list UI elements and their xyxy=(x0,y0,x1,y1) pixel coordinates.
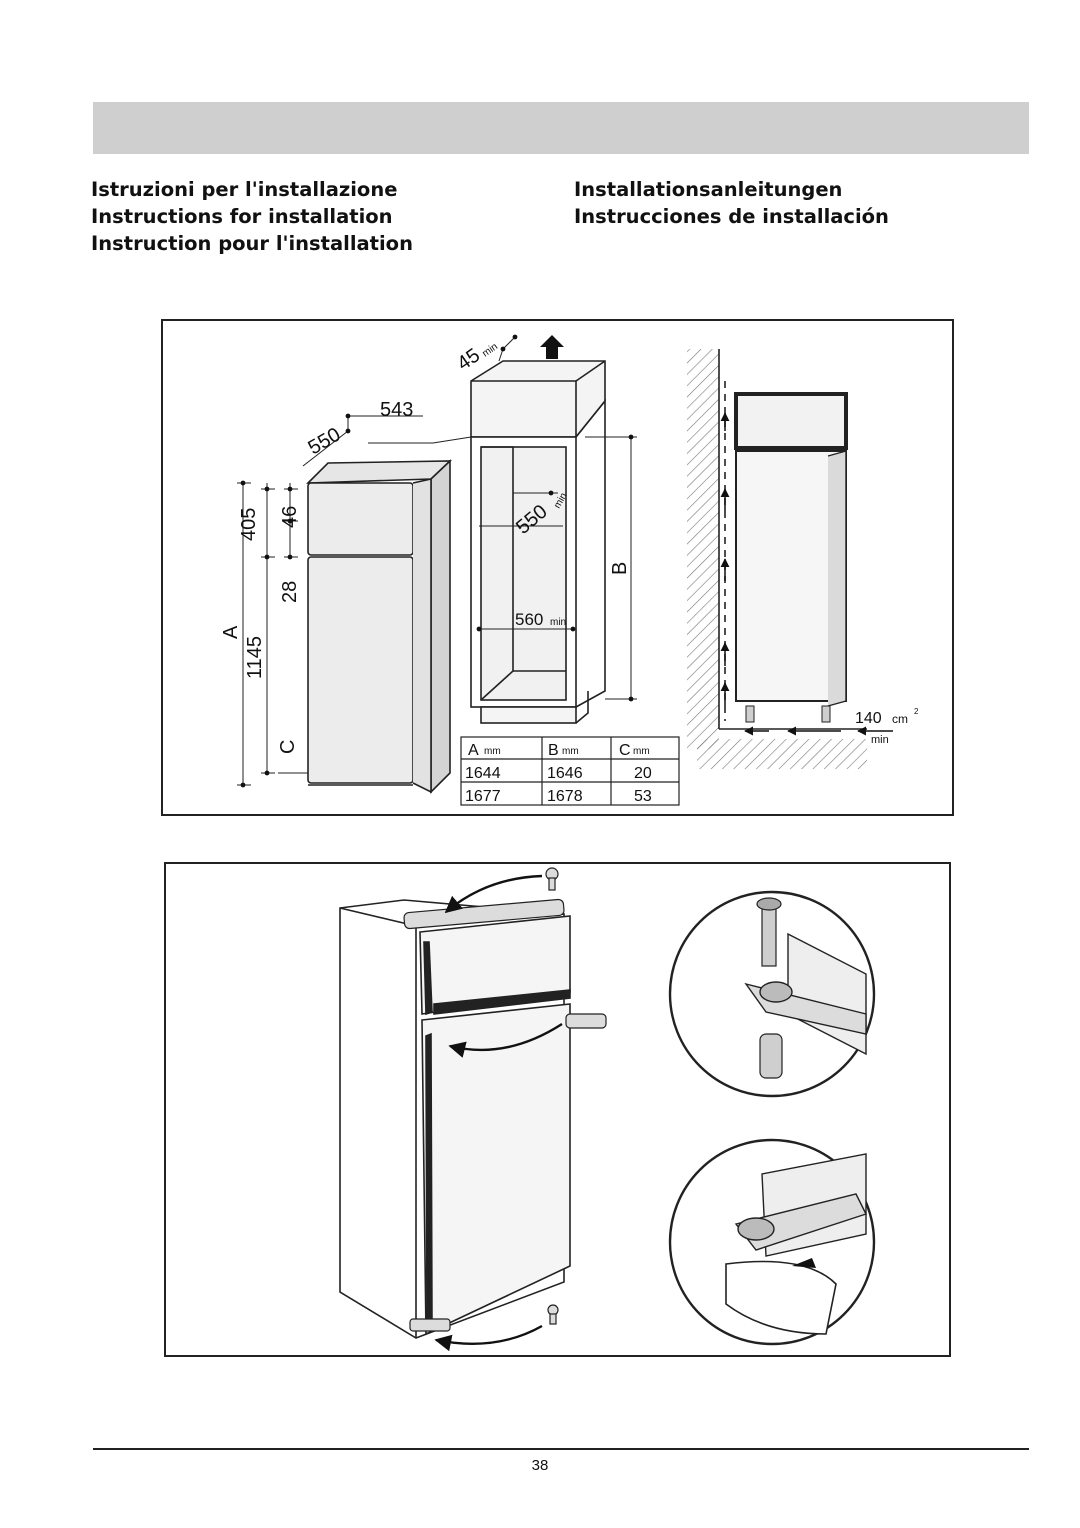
dim-28-label: 28 xyxy=(279,581,301,603)
top-gap-label: 45 xyxy=(453,344,484,375)
table-header-c: C xyxy=(619,742,631,759)
airflow-up-arrow xyxy=(540,335,564,359)
niche-drawing xyxy=(470,360,606,724)
fridge-drawing xyxy=(306,459,453,794)
ventilation-drawing xyxy=(687,349,893,769)
dim-405-label: 405 xyxy=(238,508,260,541)
dim-46-label: 46 xyxy=(279,506,301,528)
header-band xyxy=(93,102,1029,154)
table-cell: 1646 xyxy=(547,765,583,782)
title-it: Istruzioni per l'installazione xyxy=(91,178,398,201)
height-b-label: B xyxy=(609,562,631,575)
hinge-diagram xyxy=(339,867,876,1352)
hinge-parts xyxy=(403,867,607,1332)
niche-dimension-lines xyxy=(479,336,637,700)
table-header-c-unit: mm xyxy=(633,746,650,757)
dim-1145-label: 1145 xyxy=(244,636,266,679)
detail-circle-bottom xyxy=(668,1138,876,1346)
vent-area-label: 140 xyxy=(855,710,882,727)
page-number: 38 xyxy=(531,1457,549,1474)
title-es: Instrucciones de installación xyxy=(574,205,889,228)
table-cell: 1644 xyxy=(465,765,501,782)
top-gap-unit: min xyxy=(480,341,500,359)
fridge-dimension-dots xyxy=(240,413,351,788)
dimension-table xyxy=(460,736,680,806)
depth-outer-label: 550 xyxy=(305,424,345,460)
table-cell: 1678 xyxy=(547,788,583,805)
niche-width-unit: min xyxy=(550,617,566,628)
table-cell: 1677 xyxy=(465,788,501,805)
table-header-b-unit: mm xyxy=(562,746,579,757)
depth-inner-label: 543 xyxy=(380,399,413,421)
niche-width-label: 560 xyxy=(515,610,543,629)
table-cell: 53 xyxy=(634,788,652,805)
title-de: Installationsanleitungen xyxy=(574,178,843,201)
dimension-diagram: 405 46 28 A 1145 C 550 543 xyxy=(220,334,919,806)
table-cell: 20 xyxy=(634,765,652,782)
gap-c-label: C xyxy=(277,740,299,754)
detail-circle-top xyxy=(668,890,876,1098)
vent-min-label: min xyxy=(871,734,889,746)
table-header-b: B xyxy=(548,742,559,759)
fridge-dimension-lines xyxy=(237,415,472,786)
niche-dimension-dots xyxy=(476,334,634,702)
table-header-a-unit: mm xyxy=(484,746,501,757)
titles-right: Installationsanleitungen Instrucciones d… xyxy=(574,176,889,230)
titles-left: Istruzioni per l'installazione Instructi… xyxy=(91,176,413,257)
swap-arrows xyxy=(434,874,563,1352)
vent-unit-label: cm xyxy=(892,712,908,726)
table-header-a: A xyxy=(468,742,479,759)
title-en: Instructions for installation xyxy=(91,205,393,228)
footer-rule xyxy=(93,1448,1029,1450)
height-a-label: A xyxy=(220,625,242,639)
hinge-diagram-panel xyxy=(164,862,951,1357)
vent-exponent: 2 xyxy=(914,707,919,716)
dimension-diagram-panel: 405 46 28 A 1145 C 550 543 xyxy=(161,319,954,816)
fridge-body-drawing xyxy=(339,899,571,1339)
title-fr: Instruction pour l'installation xyxy=(91,232,413,255)
